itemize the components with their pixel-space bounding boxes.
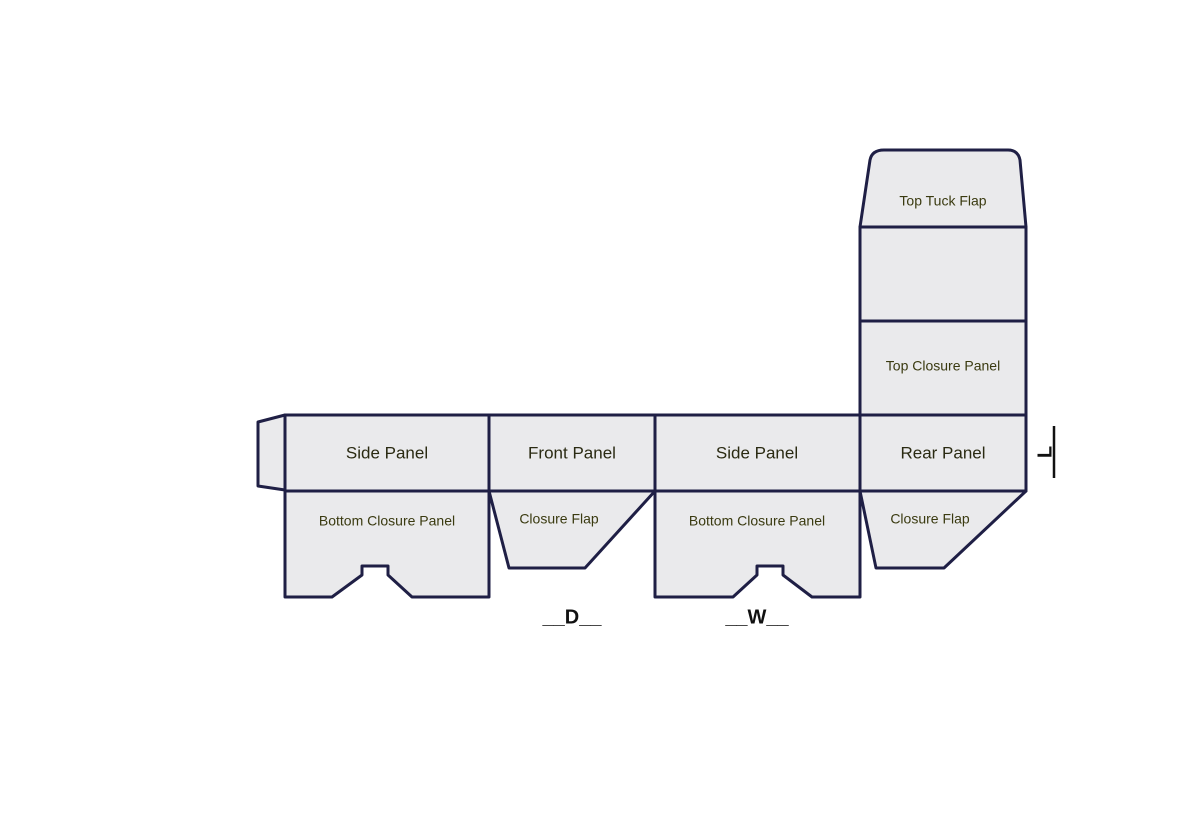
glue-tab <box>256 413 287 492</box>
bottom-closure-left-label: Bottom Closure Panel <box>319 513 455 529</box>
closure-flap-rear <box>858 489 1028 570</box>
front-panel-label: Front Panel <box>528 443 616 462</box>
closure-flap-rear-label: Closure Flap <box>890 511 970 527</box>
bottom-closure-panel-left <box>283 489 491 599</box>
bottom-closure-right-label: Bottom Closure Panel <box>689 513 825 529</box>
top-tuck-flap <box>858 148 1028 229</box>
top-closure-panel-label: Top Closure Panel <box>886 358 1000 374</box>
rear-panel <box>858 413 1028 493</box>
top-closure-panel <box>858 319 1028 417</box>
rear-panel-label: Rear Panel <box>900 443 985 462</box>
closure-flap-front-label: Closure Flap <box>519 511 599 527</box>
side-panel-right-label: Side Panel <box>716 443 798 462</box>
width-dimension-label: __W__ <box>724 606 789 628</box>
top-panel <box>858 225 1028 323</box>
bottom-closure-panel-right <box>653 489 862 599</box>
top-tuck-flap-label: Top Tuck Flap <box>899 193 986 209</box>
closure-flap-front <box>487 489 657 570</box>
front-panel <box>487 413 657 493</box>
side-panel-left <box>283 413 491 493</box>
length-dimension-label: _L_ <box>1034 434 1056 470</box>
side-panel-left-label: Side Panel <box>346 443 428 462</box>
depth-dimension-label: __D__ <box>542 606 603 628</box>
